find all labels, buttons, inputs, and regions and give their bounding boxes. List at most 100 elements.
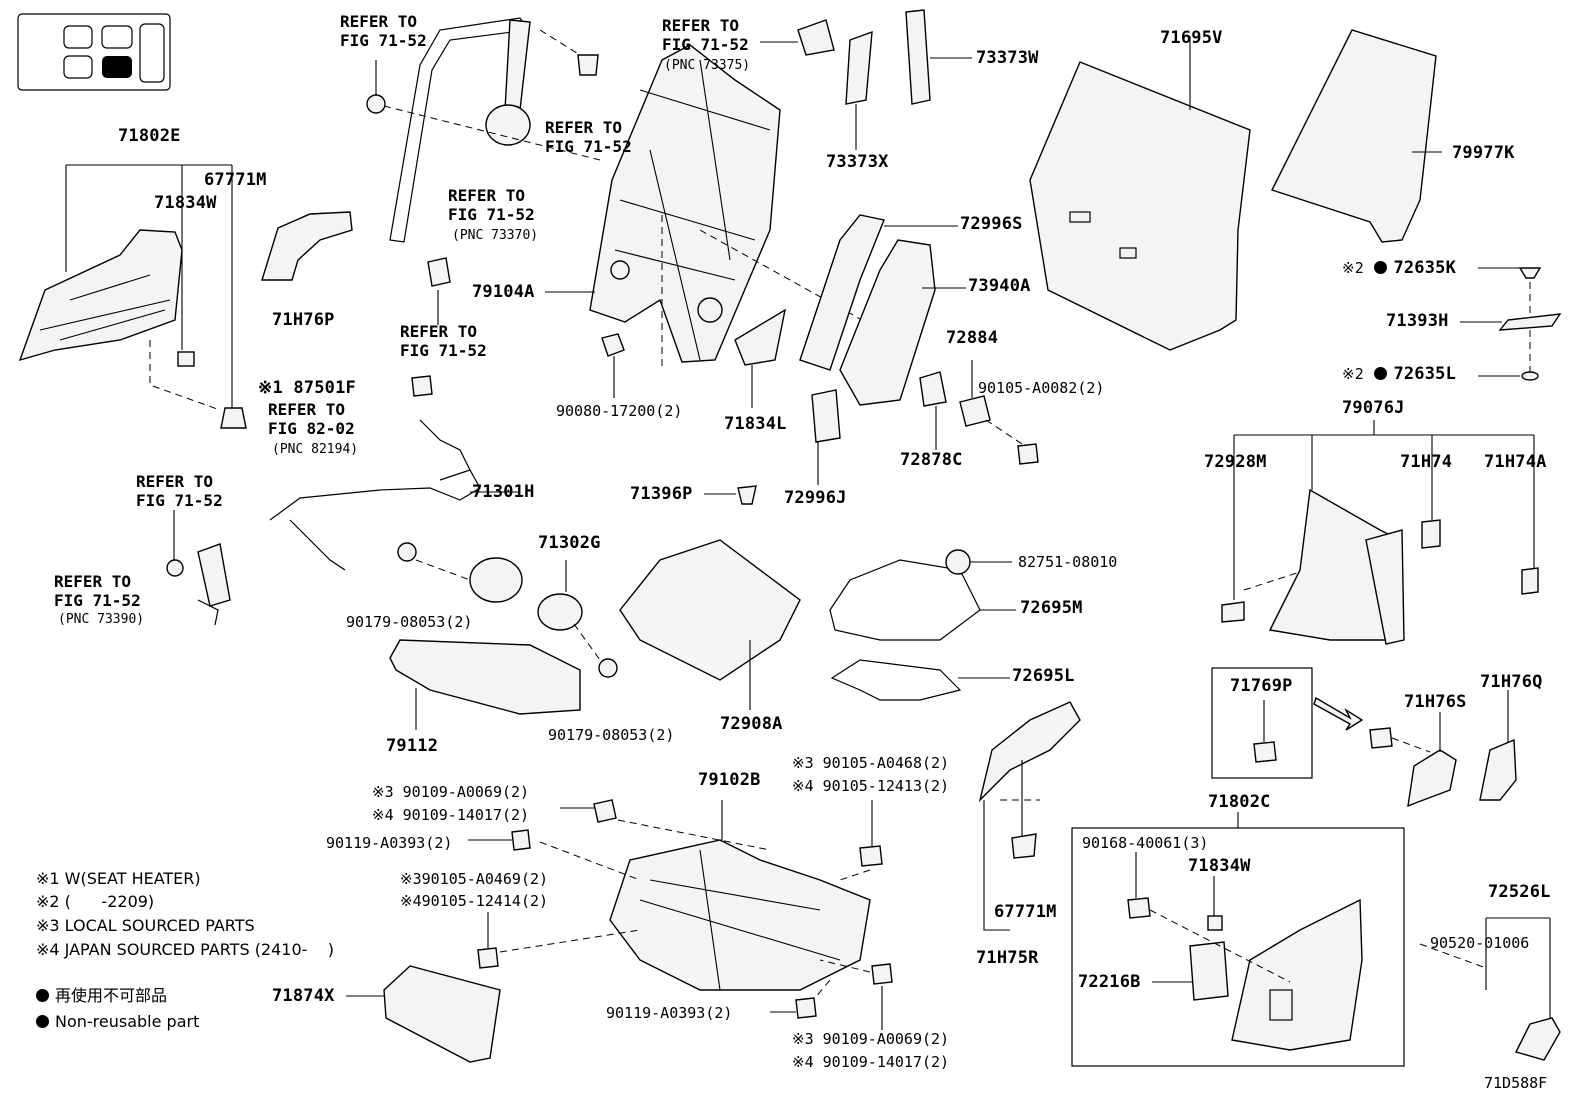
refer-note-8: REFER TO FIG 71-52 <box>54 572 141 610</box>
part-71302g <box>537 593 583 631</box>
label-72996j: 72996J <box>784 488 847 508</box>
label-71h74: 71H74 <box>1400 452 1453 472</box>
label-72216b: 72216B <box>1078 972 1141 992</box>
label-71802e: 71802E <box>118 126 181 146</box>
nonreusable-icon <box>1374 367 1388 380</box>
label-72635k: ※2 72635K <box>1342 258 1456 278</box>
part-71h75r <box>978 701 1081 803</box>
part-71874x <box>383 965 501 1063</box>
label-79112: 79112 <box>386 736 439 756</box>
part-backframe-bar <box>366 17 601 325</box>
part-79076j-group <box>1221 420 1539 645</box>
label-72635k-mark: ※2 <box>1342 259 1364 277</box>
part-72216b <box>1189 941 1229 1001</box>
label-67771m-b: 67771M <box>994 902 1057 922</box>
label-71802c: 71802C <box>1208 792 1271 812</box>
refer-note-8-pnc: (PNC 73390) <box>58 612 145 627</box>
label-90105-12414: ※490105-12414(2) <box>400 892 549 910</box>
label-90179-08053-a: 90179-08053(2) <box>346 613 473 631</box>
note-3: ※3 LOCAL SOURCED PARTS <box>36 916 255 935</box>
part-90105-a0469 <box>477 947 499 969</box>
part-73373w <box>905 9 931 105</box>
label-87501f: ※1 87501F <box>258 378 356 398</box>
refer-note-5: REFER TO FIG 71-52 <box>400 322 487 360</box>
label-71396p: 71396P <box>630 484 693 504</box>
label-72635l-mark: ※2 <box>1342 365 1364 383</box>
part-90119-a0393-a <box>511 829 531 851</box>
label-90105-a0468: ※3 90105-A0468(2) <box>792 754 950 772</box>
nonreusable-icon <box>1374 261 1388 274</box>
label-79102b: 79102B <box>698 770 761 790</box>
part-71h76p <box>261 211 353 281</box>
label-79076j: 79076J <box>1342 398 1405 418</box>
part-seatbelt-buckle <box>197 543 231 607</box>
label-71h74a: 71H74A <box>1484 452 1547 472</box>
label-71h76s: 71H76S <box>1404 692 1467 712</box>
label-90109-14017-b: ※4 90109-14017(2) <box>792 1053 950 1071</box>
refer-note-4: REFER TO FIG 71-52 <box>448 186 535 224</box>
part-72908a <box>619 539 801 681</box>
refer-note-4-pnc: (PNC 73370) <box>452 228 539 243</box>
label-71695v: 71695V <box>1160 28 1223 48</box>
part-72996s <box>799 214 885 371</box>
diagram-code: 71D588F <box>1484 1074 1548 1092</box>
part-90105-a0468 <box>859 845 883 867</box>
label-90168-40061: 90168-40061(3) <box>1082 834 1209 852</box>
refer-note-1: REFER TO FIG 71-52 <box>340 12 427 50</box>
label-72695m: 72695M <box>1020 598 1083 618</box>
label-72635l-code: 72635L <box>1393 364 1457 384</box>
label-71393h: 71393H <box>1386 311 1449 331</box>
note-2: ※2 ( -2209) <box>36 892 155 911</box>
part-72635k <box>1518 267 1542 279</box>
part-90119-a0393-b <box>795 997 817 1019</box>
label-72996s: 72996S <box>960 214 1023 234</box>
part-refer-pnc73375 <box>797 19 835 56</box>
label-67771m-a: 67771M <box>204 170 267 190</box>
callout-arrow <box>1313 696 1364 731</box>
label-79104a: 79104A <box>472 282 535 302</box>
part-72884 <box>959 395 991 427</box>
label-72635k-code: 72635K <box>1393 258 1457 278</box>
label-90119-a0393-a: 90119-A0393(2) <box>326 834 453 852</box>
part-72878c <box>919 371 947 407</box>
part-71393h <box>1498 313 1562 331</box>
label-90105-a0469: ※390105-A0469(2) <box>400 870 549 888</box>
label-90520-01006: 90520-01006 <box>1430 934 1530 952</box>
part-71802e-trim <box>18 164 247 429</box>
refer-note-3-pnc: (PNC 73375) <box>664 58 751 73</box>
part-71834l <box>734 308 786 366</box>
legend-japanese: 再使用不可部品 <box>36 986 167 1006</box>
label-71834w-b: 71834W <box>1188 856 1251 876</box>
label-71301h: 71301H <box>472 482 535 502</box>
refer-note-6: REFER TO FIG 82-02 <box>268 400 355 438</box>
note-4: ※4 JAPAN SOURCED PARTS (2410- ) <box>36 940 335 959</box>
legend-japanese-text: 再使用不可部品 <box>55 986 168 1005</box>
part-71769p-box <box>1211 667 1313 779</box>
label-71h75r: 71H75R <box>976 948 1039 968</box>
label-90109-a0069-a: ※3 90109-A0069(2) <box>372 783 530 801</box>
part-71h76q <box>1479 738 1517 801</box>
part-87501f-harness <box>411 375 433 397</box>
part-71301h <box>269 469 481 571</box>
part-90105-a0082 <box>1017 443 1039 465</box>
part-73373x <box>845 30 873 105</box>
part-71h76s <box>1407 749 1457 808</box>
label-90109-14017-a: ※4 90109-14017(2) <box>372 806 530 824</box>
label-73940a: 73940A <box>968 276 1031 296</box>
label-71h76p: 71H76P <box>272 310 335 330</box>
bullet-icon <box>36 1015 49 1028</box>
refer-note-7: REFER TO FIG 71-52 <box>136 472 223 510</box>
label-71834w-a: 71834W <box>154 193 217 213</box>
label-90105-12413: ※4 90105-12413(2) <box>792 777 950 795</box>
part-71396p <box>737 485 757 505</box>
part-67771m-b <box>1011 833 1037 859</box>
label-79977k: 79977K <box>1452 143 1515 163</box>
label-90119-a0393-b: 90119-A0393(2) <box>606 1004 733 1022</box>
label-72884: 72884 <box>946 328 999 348</box>
label-71302g: 71302G <box>538 533 601 553</box>
part-72996j <box>811 389 841 443</box>
label-87501f-mark: ※1 <box>258 378 283 398</box>
part-73940a <box>839 239 936 406</box>
part-71301h-motor <box>469 557 523 603</box>
